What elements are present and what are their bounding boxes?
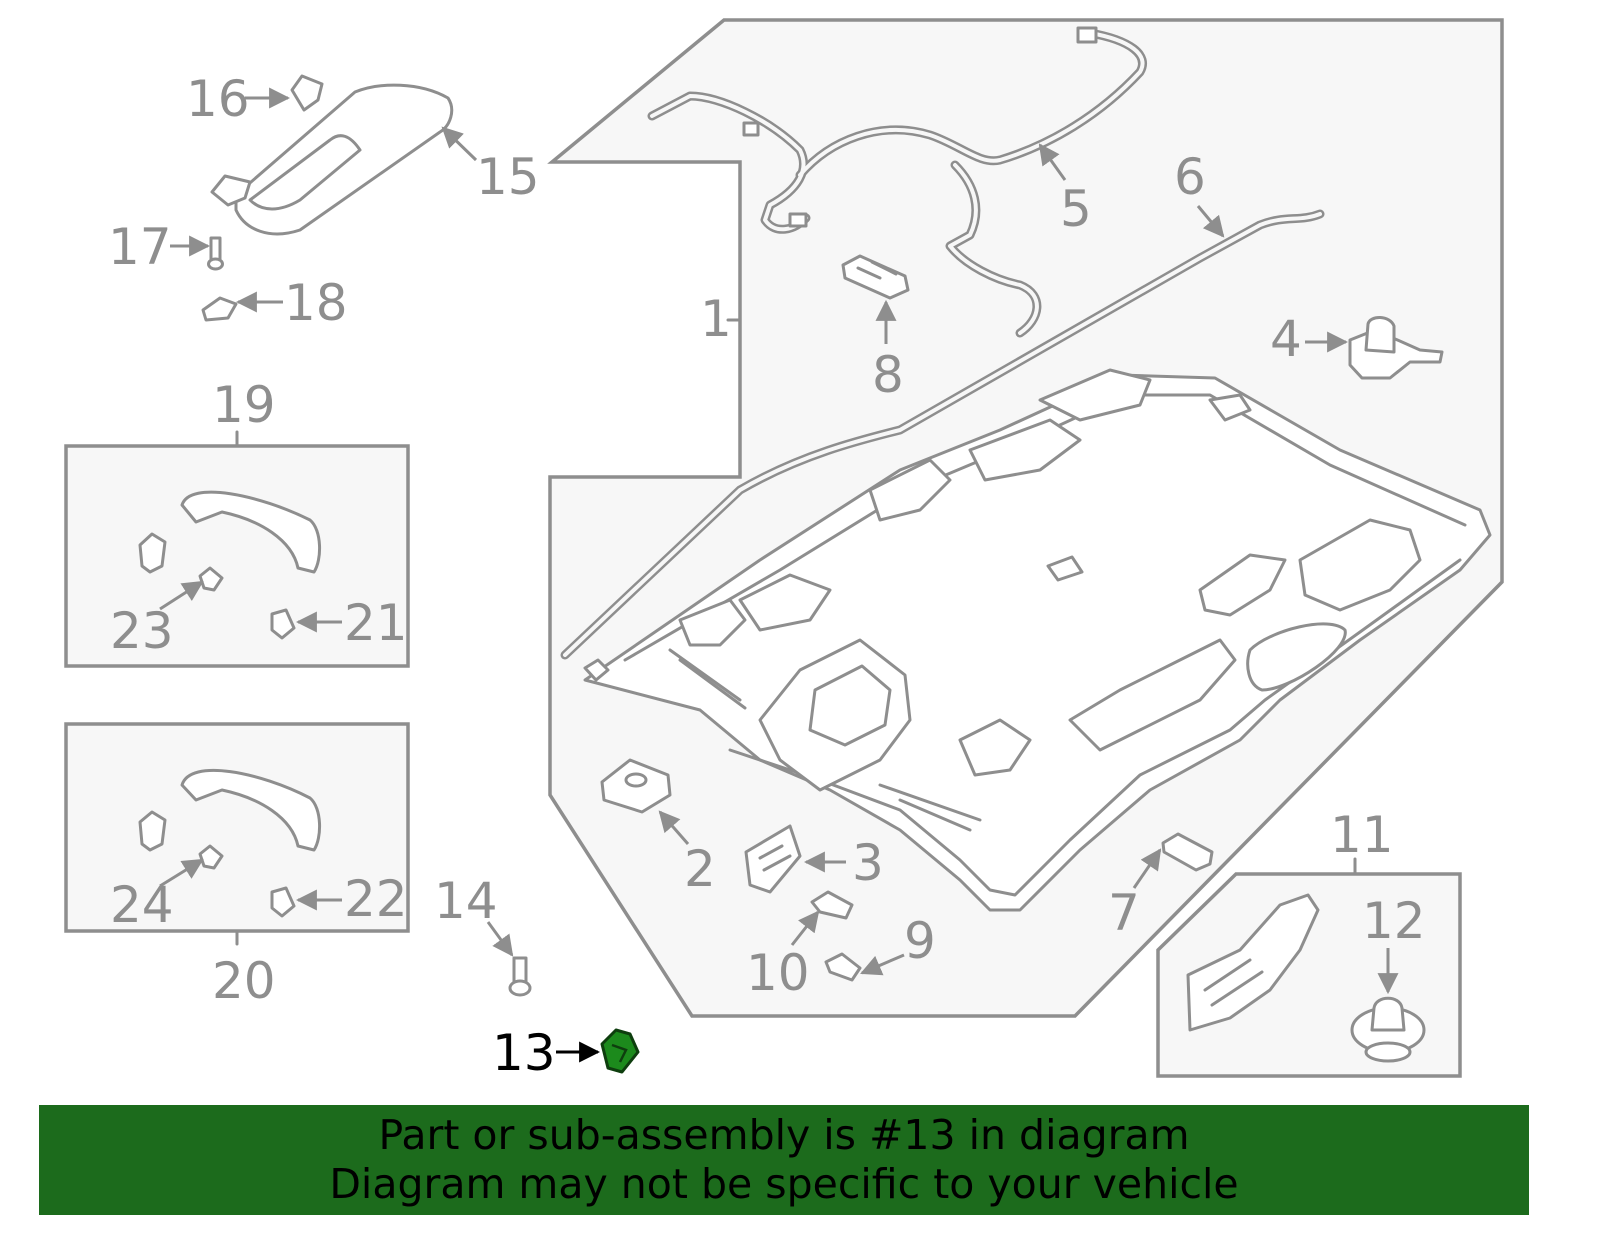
banner-line-1: Part or sub-assembly is #13 in diagram <box>378 1111 1190 1159</box>
lamp-8 <box>841 254 910 300</box>
wire-6 <box>560 209 1325 660</box>
lamp-7 <box>1161 832 1214 872</box>
callout-23: 23 <box>110 602 174 660</box>
callout-22: 22 <box>344 870 408 928</box>
grab-handle-20 <box>138 768 321 852</box>
callout-8: 8 <box>872 346 904 404</box>
callout-4: 4 <box>1270 310 1302 368</box>
clip-9 <box>824 952 862 982</box>
callout-1: 1 <box>700 290 732 348</box>
callout-15: 15 <box>476 148 540 206</box>
screw-17 <box>207 236 224 271</box>
callout-7: 7 <box>1108 884 1140 942</box>
sun-visor-15 <box>210 83 454 236</box>
callout-10: 10 <box>746 944 810 1002</box>
callout-17: 17 <box>108 218 172 276</box>
banner-line-2: Diagram may not be specific to your vehi… <box>329 1160 1239 1208</box>
grab-handle-19 <box>138 490 321 574</box>
callout-11: 11 <box>1330 806 1394 864</box>
callout-19: 19 <box>212 376 276 434</box>
callout-3: 3 <box>852 834 884 892</box>
callout-16: 16 <box>186 70 250 128</box>
clip-21 <box>270 608 296 640</box>
headliner-panel <box>583 368 1492 912</box>
screw-14 <box>508 956 532 997</box>
callout-12: 12 <box>1362 892 1426 950</box>
callout-24: 24 <box>110 876 174 934</box>
bracket-11 <box>1186 893 1320 1032</box>
clip-12 <box>1350 996 1426 1063</box>
callout-21: 21 <box>344 594 408 652</box>
pad-3 <box>744 824 802 894</box>
clip-18 <box>201 296 238 322</box>
clip-4 <box>1348 316 1444 380</box>
info-banner: Part or sub-assembly is #13 in diagram D… <box>39 1105 1529 1215</box>
assembly-box-19 <box>64 444 410 668</box>
callout-20: 20 <box>212 952 276 1010</box>
clip-13-highlighted[interactable] <box>600 1028 640 1074</box>
callout-2: 2 <box>684 840 716 898</box>
wiring-harness-5 <box>647 26 1147 338</box>
callout-9: 9 <box>904 912 936 970</box>
clip-22 <box>270 886 296 918</box>
bracket-2 <box>600 758 672 814</box>
callout-14: 14 <box>434 872 498 930</box>
clip-10 <box>810 890 854 920</box>
callout-5: 5 <box>1060 180 1092 238</box>
callout-13[interactable]: 13 <box>492 1024 556 1082</box>
clip-16 <box>290 74 324 112</box>
callout-18: 18 <box>284 274 348 332</box>
callout-6: 6 <box>1174 148 1206 206</box>
